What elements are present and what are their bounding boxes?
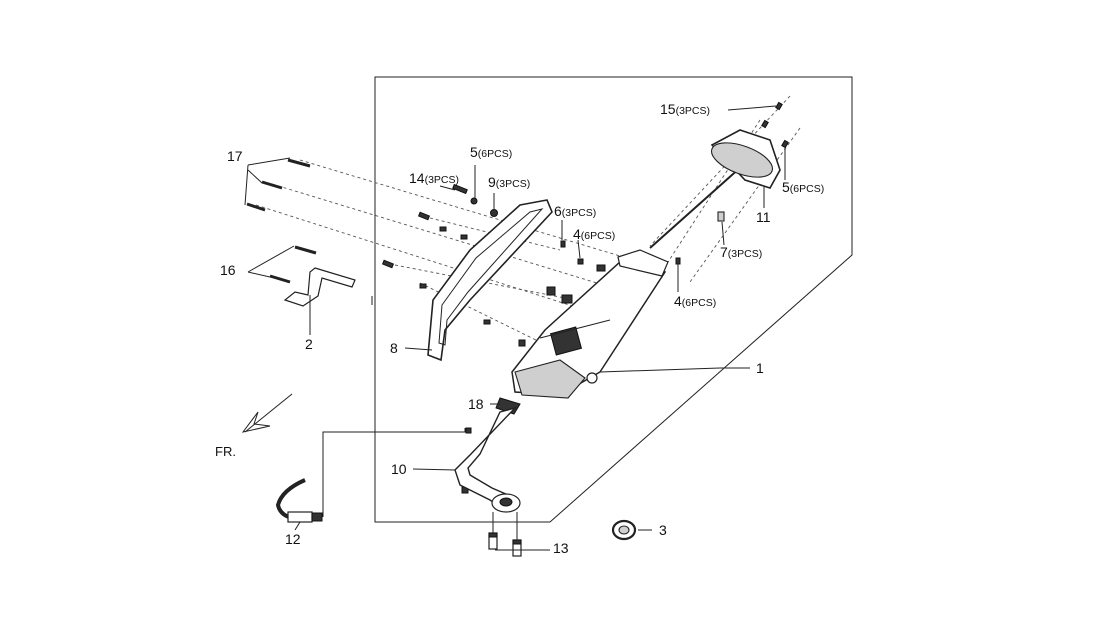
small-fasteners	[381, 101, 789, 494]
leader-lines	[244, 105, 786, 551]
exhaust-studs	[488, 512, 522, 557]
callout-9: 9(3PCS)	[488, 174, 530, 190]
callout-18: 18	[468, 396, 484, 412]
callout-15: 15(3PCS)	[660, 101, 710, 117]
callout-7: 7(3PCS)	[720, 244, 762, 260]
front-direction-arrow	[241, 393, 293, 433]
callout-2: 2	[305, 336, 313, 352]
o2-sensor-body	[287, 511, 313, 523]
callout-11: 11	[756, 209, 771, 225]
callout-8: 8	[390, 340, 398, 356]
front-direction-label: FR.	[215, 444, 236, 459]
callout-6: 6(3PCS)	[554, 203, 596, 219]
callout-10: 10	[391, 461, 407, 477]
callout-14: 14(3PCS)	[409, 170, 459, 186]
callout-16: 16	[220, 262, 236, 278]
callout-4a: 4(6PCS)	[573, 226, 615, 242]
heat-shield	[427, 199, 553, 362]
bracket-bolts	[269, 245, 317, 284]
assembly-frame	[374, 76, 853, 523]
callout-3: 3	[659, 522, 667, 538]
callout-12: 12	[285, 531, 301, 547]
o2-sensor-ref	[322, 428, 466, 517]
o2-sensor-cable	[275, 478, 306, 520]
callout-5b: 5(6PCS)	[782, 179, 824, 195]
heat-shield-inner	[438, 208, 544, 346]
muffler-mount-pad	[549, 326, 583, 356]
callout-1: 1	[756, 360, 764, 376]
muffler-outlet-cone	[514, 359, 586, 399]
muffler-rear-plate	[617, 249, 669, 277]
o2-sensor-tip	[311, 512, 323, 522]
exhaust-flange-hole	[499, 497, 513, 507]
gasket-hole	[618, 525, 630, 535]
muffler-seam	[539, 319, 611, 339]
callout-17: 17	[227, 148, 243, 164]
end-cap-rim	[711, 142, 773, 178]
callout-13: 13	[553, 540, 569, 556]
mounting-bracket	[283, 267, 356, 307]
callout-4b: 4(6PCS)	[674, 293, 716, 309]
callout-5a: 5(6PCS)	[470, 144, 512, 160]
muffler-boss	[586, 372, 598, 384]
long-bolts	[246, 158, 311, 212]
